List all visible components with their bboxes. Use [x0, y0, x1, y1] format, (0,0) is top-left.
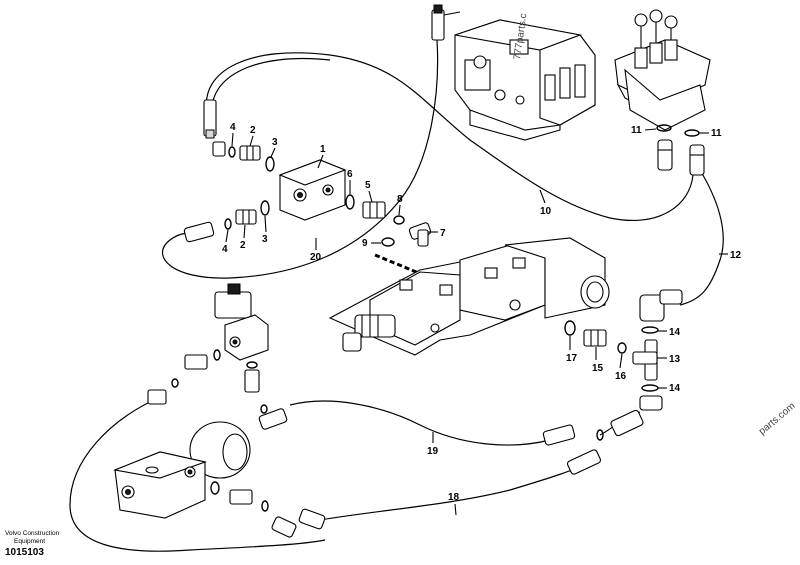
label-4b: 4 — [222, 244, 228, 255]
label-7: 7 — [440, 228, 446, 239]
hose-upper-link — [161, 39, 439, 279]
o-ring-11-right — [684, 129, 700, 137]
hose-10b — [211, 58, 331, 113]
label-11a: 11 — [631, 125, 642, 136]
hose-18-right-fitting — [566, 449, 602, 475]
label-2a: 2 — [250, 125, 256, 136]
label-1: 1 — [320, 144, 326, 155]
label-20: 20 — [310, 252, 322, 263]
o-ring-16 — [617, 342, 627, 354]
hose-12 — [679, 169, 724, 306]
bottom-tee-fitting — [610, 395, 663, 437]
top-hose-fitting — [431, 4, 461, 41]
hose-19 — [289, 400, 551, 446]
o-ring-6 — [345, 194, 355, 210]
label-11b: 11 — [711, 128, 722, 139]
elbow-fitting — [639, 289, 683, 322]
label-15: 15 — [592, 363, 604, 374]
label-12: 12 — [730, 250, 742, 261]
label-18: 18 — [448, 492, 460, 503]
tee-13 — [632, 339, 658, 381]
label-17: 17 — [566, 353, 578, 364]
joystick-switch — [614, 9, 711, 131]
brand-line-1: Volvo Construction — [5, 530, 60, 537]
o-ring-14-bottom — [641, 384, 659, 392]
hose-19-right-fitting — [542, 424, 604, 446]
hose-18 — [319, 461, 591, 521]
fitting-15 — [583, 329, 607, 347]
hose-10-end-fitting — [203, 99, 217, 139]
label-16: 16 — [615, 371, 627, 382]
label-14a: 14 — [669, 327, 681, 338]
label-14b: 14 — [669, 383, 681, 394]
drawing-number: 1015103 — [5, 547, 44, 558]
o-ring-8 — [393, 215, 405, 225]
label-19: 19 — [427, 446, 439, 457]
solenoid-valve-main — [328, 237, 610, 356]
solenoid-valve-lower — [113, 421, 251, 519]
hose-10 — [205, 52, 694, 221]
o-ring-11-left — [656, 124, 672, 132]
label-13: 13 — [669, 354, 681, 365]
valve-block-1 — [278, 159, 347, 221]
solenoid-valve-left — [214, 283, 269, 361]
o-ring-14-top — [641, 326, 659, 334]
control-valve-block — [454, 19, 596, 141]
label-3b: 3 — [262, 234, 268, 245]
fitting-5 — [362, 201, 386, 219]
label-8: 8 — [397, 194, 403, 205]
brand-line-2: Equipment — [14, 538, 45, 545]
fitting-7 — [408, 222, 432, 247]
fitting-2-bottom — [183, 200, 270, 243]
label-10: 10 — [540, 206, 552, 217]
label-3a: 3 — [272, 137, 278, 148]
label-5: 5 — [365, 180, 371, 191]
fitting-2-top — [212, 141, 275, 172]
lower-solenoid-fittings — [210, 481, 326, 538]
label-2b: 2 — [240, 240, 246, 251]
watermark-right: parts.com — [757, 401, 798, 438]
o-ring-17 — [564, 320, 576, 336]
label-6: 6 — [347, 169, 353, 180]
joystick-fittings — [657, 139, 705, 176]
solenoid-left-fittings — [147, 349, 288, 430]
label-9: 9 — [362, 238, 368, 249]
label-4a: 4 — [230, 122, 236, 133]
hose-left-loop — [69, 397, 326, 552]
o-ring-9 — [381, 237, 395, 247]
